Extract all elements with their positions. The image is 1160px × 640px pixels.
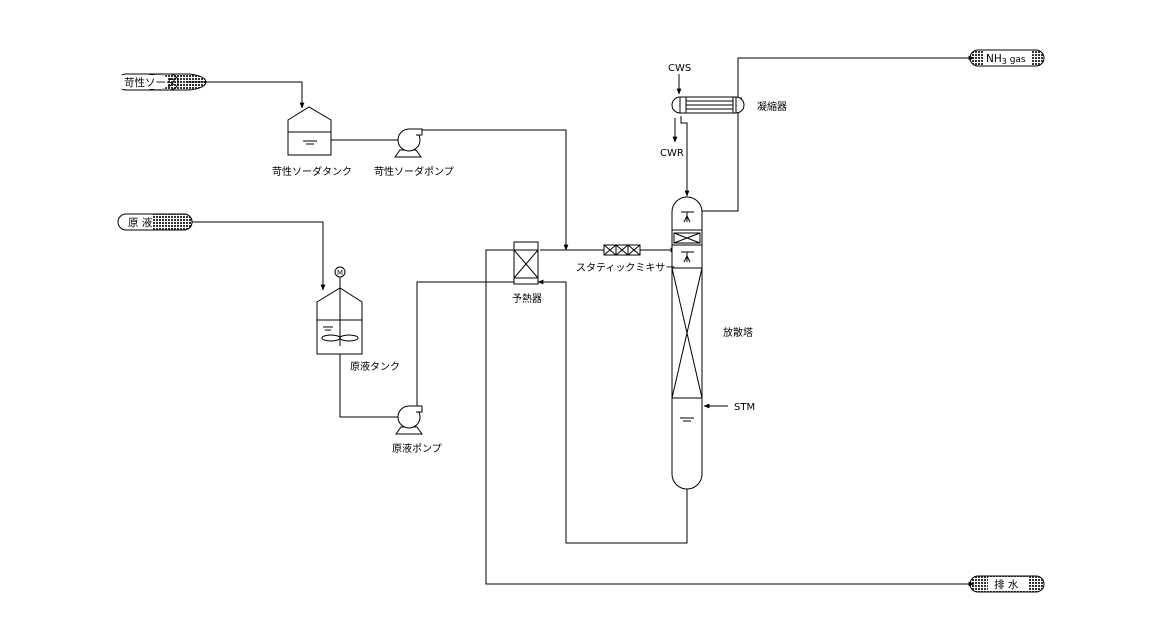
condenser (671, 96, 745, 114)
cws-label: CWS (668, 63, 691, 74)
raw-liquid-inlet-terminal: 原 液 (117, 213, 193, 231)
caustic-tank-label: 苛性ソーダタンク (272, 165, 352, 178)
condenser-label: 凝縮器 (757, 100, 787, 113)
nh3-gas-line (737, 55, 975, 98)
nh3-gas-label: NH3 gas (986, 53, 1026, 66)
caustic-pump (394, 128, 423, 158)
caustic-soda-inlet-terminal: 苛性ソーダ (116, 73, 207, 91)
raw-pump-label: 原液ポンプ (392, 442, 442, 455)
drain-label: 排 水 (994, 578, 1019, 591)
raw-feed-line (192, 221, 326, 291)
preheater-label: 予熱器 (512, 292, 542, 305)
nh3-gas-outlet-terminal: NH3 gas (969, 49, 1045, 67)
agitator-motor-icon: M (334, 266, 346, 278)
drain-line (485, 249, 975, 587)
column-bottoms-line (537, 279, 688, 544)
drain-outlet-terminal: 排 水 (969, 575, 1045, 593)
stripper-label: 放散塔 (723, 326, 753, 339)
cwr-label: CWR (660, 148, 684, 159)
caustic-tank (287, 106, 332, 156)
raw-tank-label: 原液タンク (350, 360, 400, 373)
raw-liquid-label: 原 液 (128, 216, 153, 229)
spray-nozzle-icon (681, 211, 694, 223)
overhead-vapor-line (702, 97, 742, 212)
static-mixer (603, 244, 641, 256)
svg-text:M: M (337, 269, 343, 277)
raw-tank-outlet-line (339, 354, 400, 418)
caustic-feed-line (186, 81, 305, 109)
caustic-pump-label: 苛性ソーダポンプ (374, 165, 454, 178)
stripping-column (671, 196, 703, 490)
caustic-pump-discharge-line (412, 129, 569, 251)
preheater (513, 241, 539, 285)
static-mixer-label: スタティックミキサー (576, 262, 675, 274)
raw-pump (395, 405, 423, 435)
distributor-nozzle-icon (681, 251, 694, 263)
caustic-soda-label: 苛性ソーダ (124, 76, 177, 89)
raw-pump-discharge-line (413, 279, 523, 410)
stm-label: STM (734, 402, 755, 413)
raw-tank (316, 275, 363, 355)
condensate-reflux-line (680, 116, 690, 197)
